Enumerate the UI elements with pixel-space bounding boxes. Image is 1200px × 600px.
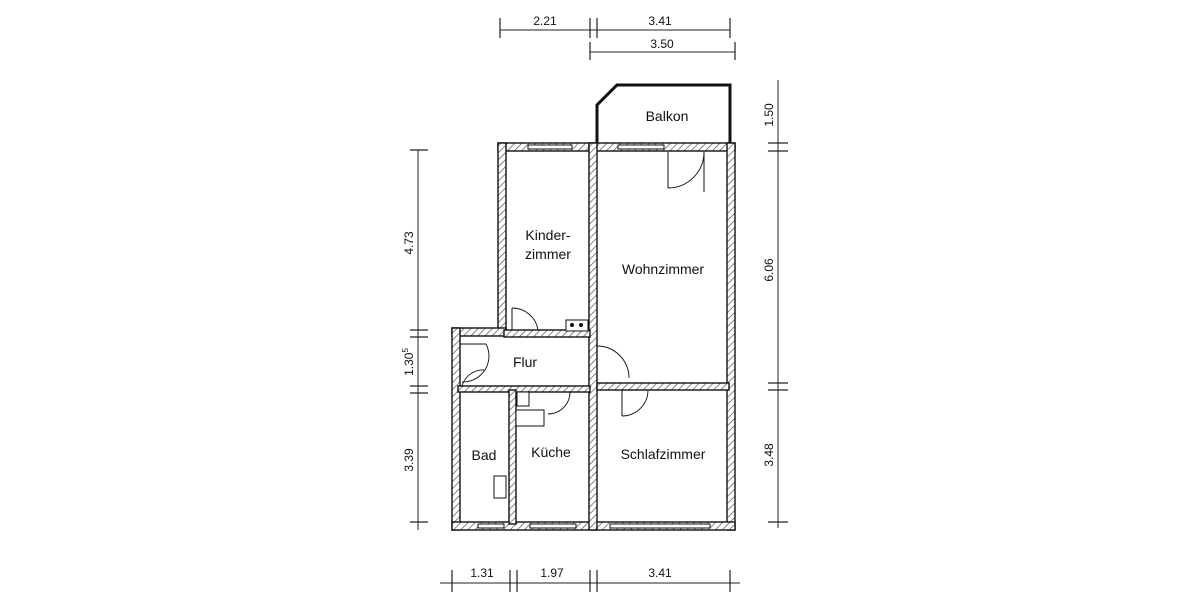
flur-bottom-wall [457,385,591,393]
room-label-kinderzimmer-line1: Kinder- [525,227,570,243]
room-label-bad: Bad [472,447,497,463]
dim-top-3-50: 3.50 [650,37,674,51]
bad-kueche-wall [508,389,517,525]
wohnzimmer-bottom-wall [596,382,730,391]
room-label-kinderzimmer-line2: zimmer [525,246,571,262]
room-label-balkon: Balkon [646,108,689,124]
dim-bottom-1-31: 1.31 [470,566,494,580]
balcony-outline [595,83,732,143]
electrical-panel [565,319,589,332]
dim-right-3-48: 3.48 [762,443,776,467]
bathtub [493,475,507,499]
dim-left-1-30-main: 1.30 [402,352,416,376]
windows [477,144,711,529]
kitchen-counter [515,409,545,427]
room-label-kueche: Küche [531,444,571,460]
top-dimensions: 2.21 3.41 3.50 [499,14,736,60]
room-label-flur: Flur [513,354,537,370]
dim-left-3-39: 3.39 [402,448,416,472]
fixtures [493,319,589,499]
right-dimensions: 1.50 6.06 3.48 [762,80,788,528]
dim-right-6-06: 6.06 [762,258,776,282]
dim-bottom-3-41: 3.41 [648,566,672,580]
dim-bottom-1-97: 1.97 [540,566,564,580]
room-label-schlafzimmer: Schlafzimmer [621,446,706,462]
doors [460,151,705,417]
dim-right-1-50: 1.50 [762,103,776,127]
dim-left-1-30: 1.305 [401,348,416,376]
left-dimensions: 4.73 1.305 3.39 [401,149,428,530]
kinderzimmer-bottom-wall [503,329,591,338]
bottom-dimensions: 1.31 1.97 3.41 [440,566,740,592]
dim-left-1-30-superscript: 5 [401,348,410,353]
dim-top-2-21: 2.21 [533,14,557,28]
kitchen-chimney [516,391,530,407]
room-label-wohnzimmer: Wohnzimmer [622,261,705,277]
dim-left-4-73: 4.73 [402,231,416,255]
dim-top-3-41: 3.41 [648,14,672,28]
interior-walls [457,142,730,531]
